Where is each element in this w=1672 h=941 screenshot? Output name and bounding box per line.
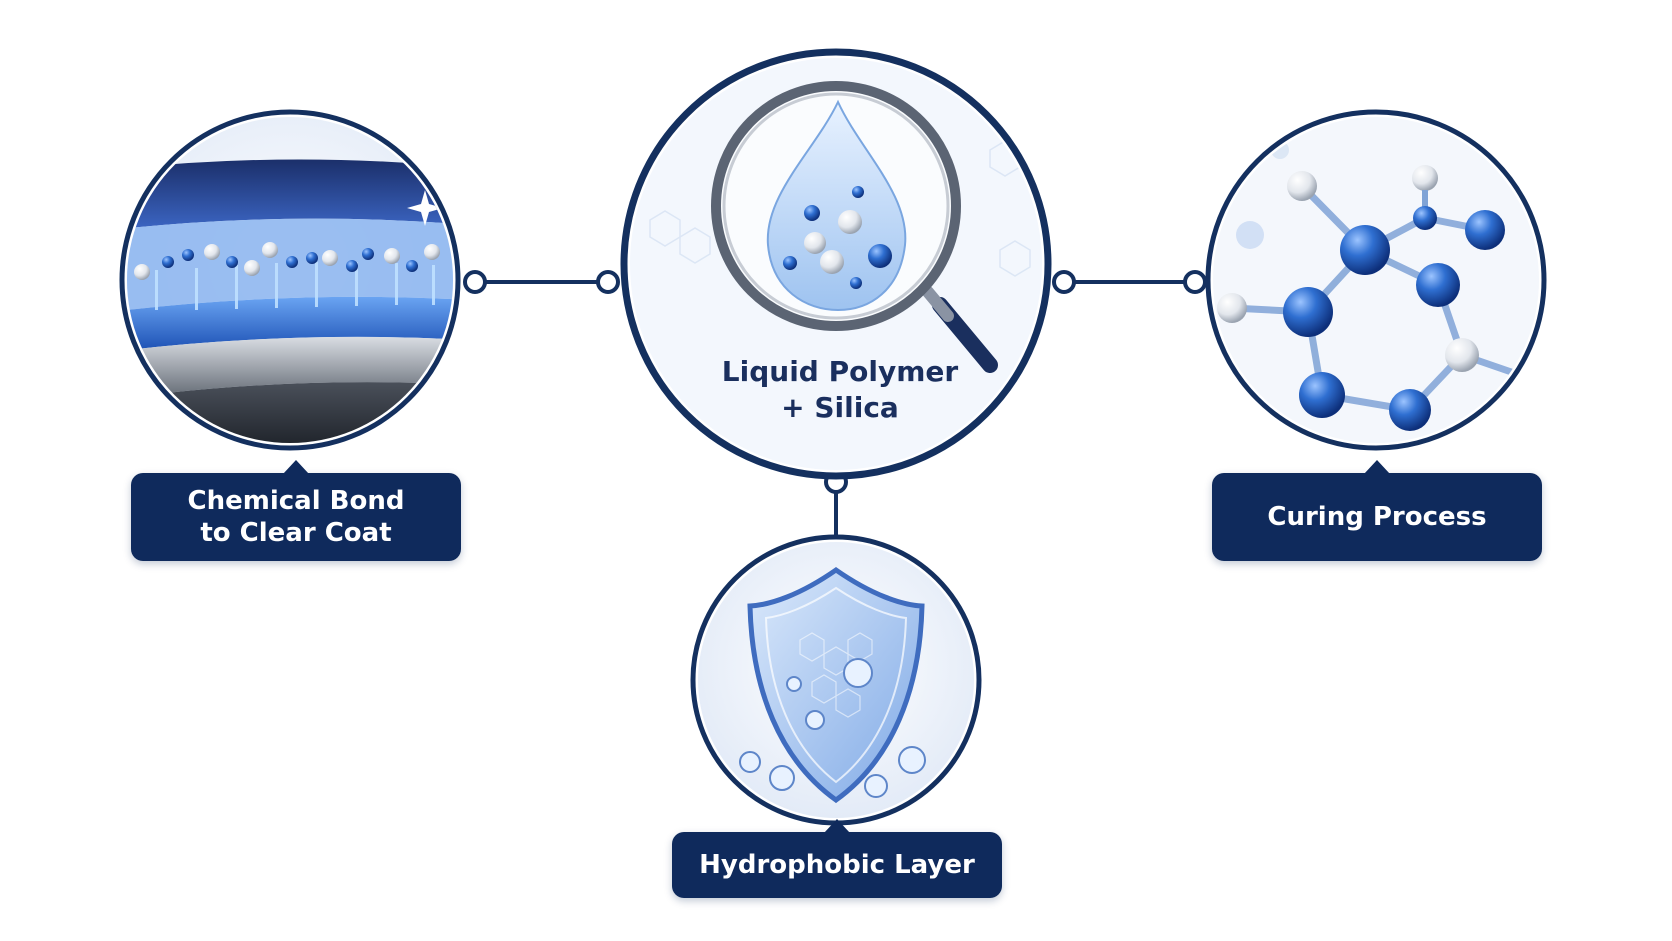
- left-label-line-1: Chemical Bond: [187, 486, 405, 516]
- molecule-network-icon: [1213, 117, 1539, 443]
- connector-left: [463, 270, 620, 294]
- center-node-label: Liquid Polymer + Silica: [660, 354, 1020, 426]
- center-label-line-2: + Silica: [781, 391, 899, 424]
- label-chemical-bond: Chemical Bond to Clear Coat: [131, 460, 461, 561]
- left-label-line-2: to Clear Coat: [200, 518, 392, 548]
- right-label-line-1: Curing Process: [1267, 502, 1487, 532]
- magnifier-droplet-icon: [711, 81, 998, 373]
- clear-coat-layers-icon: [127, 117, 453, 443]
- center-label-line-1: Liquid Polymer: [721, 355, 959, 388]
- connector-bottom: [824, 470, 848, 542]
- node-center-circle: [620, 48, 1052, 480]
- bottom-label-line-1: Hydrophobic Layer: [699, 850, 975, 880]
- node-left-circle: [119, 109, 461, 451]
- label-curing-process: Curing Process: [1212, 460, 1542, 561]
- label-hydrophobic-layer: Hydrophobic Layer: [672, 819, 1002, 898]
- node-bottom-circle: [690, 534, 982, 826]
- node-right-circle: [1205, 109, 1547, 451]
- shield-droplets-icon: [698, 542, 974, 818]
- connector-right: [1052, 270, 1207, 294]
